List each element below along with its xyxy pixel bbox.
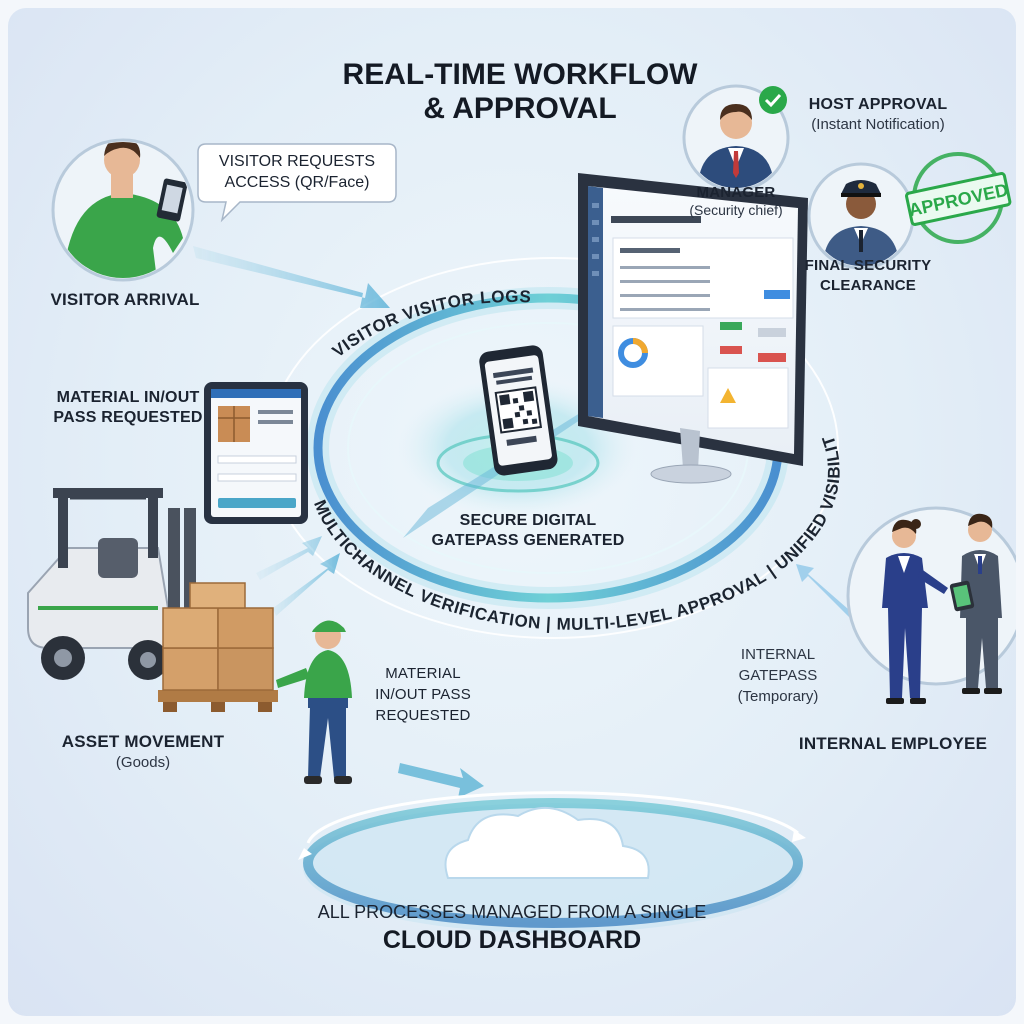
gatepass-generated-label: SECURE DIGITAL GATEPASS GENERATED [418, 511, 638, 551]
title-line-1: REAL-TIME WORKFLOW [342, 58, 698, 91]
footer-line-1: ALL PROCESSES MANAGED FROM A SINGLE [317, 902, 707, 922]
bubble-line-2: ACCESS (QR/Face) [224, 174, 370, 191]
workflow-infographic: VISITOR VISITOR LOGS MULTICHANNEL VERIFI… [8, 8, 1016, 1016]
material-bottom-line-1: MATERIAL [385, 665, 461, 682]
internal-gatepass-line-1: INTERNAL [740, 646, 816, 663]
material-pass-top-label: MATERIAL IN/OUT PASS REQUESTED [28, 388, 228, 428]
monitor-stand [650, 428, 732, 484]
internal-gatepass-label: INTERNAL GATEPASS (Temporary) [708, 644, 848, 707]
material-bottom-line-2: IN/OUT PASS [375, 686, 471, 703]
manager-avatar [682, 84, 790, 192]
pallet-boxes [158, 582, 278, 712]
asset-movement-label: ASSET MOVEMENT [61, 732, 225, 751]
final-security-line-1: FINAL SECURITY [804, 257, 932, 274]
arrow-employee [796, 564, 864, 628]
host-approval-sub: (Instant Notification) [811, 116, 945, 133]
host-approval-label: HOST APPROVAL [808, 96, 948, 113]
footer-line-2: CLOUD DASHBOARD [382, 926, 642, 954]
asset-movement-sub: (Goods) [115, 754, 171, 771]
phone-qr [479, 345, 558, 476]
material-top-line-1: MATERIAL IN/OUT [56, 389, 200, 406]
arrow-cloud [398, 763, 484, 798]
internal-gatepass-line-3: (Temporary) [737, 688, 819, 705]
visitor-arrival-label: VISITOR ARRIVAL [50, 290, 200, 309]
page-title: REAL-TIME WORKFLOW & APPROVAL [220, 58, 820, 126]
manager-label: MANAGER [696, 184, 776, 201]
dashboard-monitor [578, 173, 808, 466]
check-icon [759, 86, 787, 114]
visitor-avatar [51, 138, 195, 282]
material-bottom-line-3: REQUESTED [375, 707, 471, 724]
illustration-canvas: VISITOR VISITOR LOGS MULTICHANNEL VERIFI… [8, 8, 1016, 933]
security-officer-avatar [807, 162, 915, 270]
arrow-forklift [273, 553, 340, 616]
arrow-visitor [193, 246, 390, 308]
final-security-line-2: CLEARANCE [820, 277, 916, 294]
cloud-icon [444, 806, 650, 879]
final-security-label: FINAL SECURITY CLEARANCE [788, 256, 948, 296]
internal-employee-label: INTERNAL EMPLOYEE [798, 734, 988, 753]
material-top-line-2: PASS REQUESTED [53, 409, 203, 426]
approved-stamp: APPROVED [905, 152, 1012, 244]
internal-gatepass-line-2: GATEPASS [738, 667, 818, 684]
visitor-speech-bubble [197, 143, 397, 223]
visitor-bubble-text: VISITOR REQUESTS ACCESS (QR/Face) [198, 151, 396, 193]
gatepass-line-2: GATEPASS GENERATED [431, 532, 625, 549]
title-line-2: & APPROVAL [423, 92, 617, 125]
bubble-line-1: VISITOR REQUESTS [218, 153, 376, 170]
manager-sub: (Security chief) [689, 202, 783, 218]
gatepass-line-1: SECURE DIGITAL [459, 512, 597, 529]
material-pass-bottom-label: MATERIAL IN/OUT PASS REQUESTED [348, 663, 498, 726]
employees-avatar [846, 506, 1016, 704]
tablet-form [204, 382, 308, 524]
warehouse-worker [276, 620, 352, 784]
cloud-platform [298, 791, 806, 933]
